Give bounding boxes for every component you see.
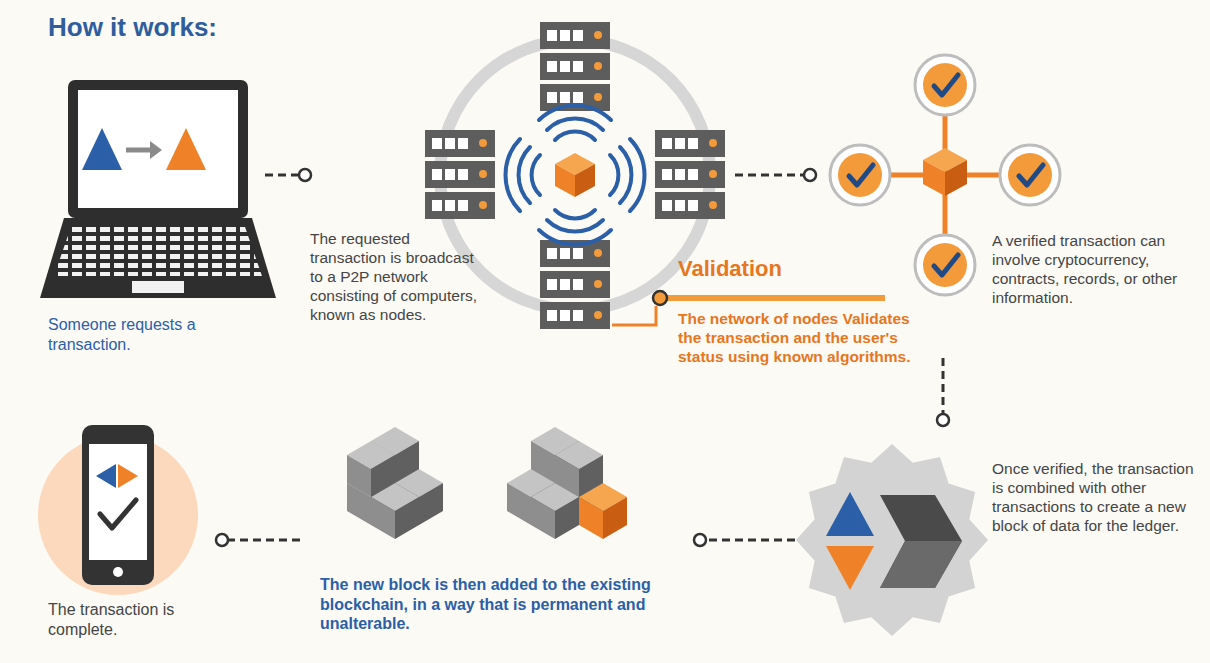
connector-end: [937, 414, 949, 426]
request-step: Someone requests a transaction.: [30, 75, 265, 365]
dashed-connector: [694, 534, 795, 546]
validation-step: ValidationThe network of nodes Validates…: [618, 252, 932, 417]
check-badge: [1008, 153, 1052, 197]
step-caption: The network of nodes Validates the trans…: [678, 310, 928, 367]
blockchain-step: The new block is then added to the exist…: [300, 430, 700, 655]
cube-face: [575, 164, 595, 197]
dashed-connector: [735, 169, 816, 181]
connector-line: [942, 358, 945, 420]
connector-end: [299, 169, 311, 181]
cube-face: [923, 160, 945, 196]
check-mark: [1019, 165, 1043, 185]
new-block-step: Once verified, the transaction is combin…: [795, 420, 1205, 655]
check-mark: [934, 255, 958, 275]
broadcast-step: The requested transaction is broadcast t…: [305, 15, 735, 335]
text-slot: The network of nodes Validates the trans…: [678, 310, 928, 367]
step-caption: The transaction is complete.: [48, 600, 218, 639]
phone-icon: [38, 425, 198, 595]
cube-face: [371, 497, 395, 539]
dashed-connector: [265, 169, 311, 181]
connector-end: [216, 534, 228, 546]
laptop-icon: [40, 80, 276, 298]
step-caption: The new block is then added to the exist…: [320, 575, 670, 634]
check-badge: [830, 145, 890, 205]
connector-end: [694, 534, 706, 546]
step-caption: The requested transaction is broadcast t…: [310, 230, 490, 325]
cube-face: [603, 497, 627, 539]
check-badge: [838, 153, 882, 197]
cube-face: [555, 164, 575, 197]
blockchain-cubes: [347, 427, 627, 539]
text-slot: The transaction is complete.: [48, 600, 218, 639]
cube-face: [395, 441, 419, 483]
cube-face: [555, 497, 579, 539]
text-slot: The new block is then added to the exist…: [320, 575, 670, 634]
text-slot: Validation: [678, 256, 918, 283]
dashed-connector: [937, 358, 949, 426]
cube-face: [579, 497, 603, 539]
cube-face: [531, 441, 555, 483]
connector-line: [222, 539, 300, 542]
cube-face: [371, 455, 395, 497]
check-badge: [915, 55, 975, 115]
cube-face: [419, 483, 443, 525]
text-slot: A verified transaction can involve crypt…: [992, 232, 1200, 308]
p2p-network: [425, 22, 725, 329]
complete-step: The transaction is complete.: [20, 420, 222, 655]
step-caption: Once verified, the transaction is combin…: [992, 460, 1197, 536]
title: How it works:: [48, 12, 217, 44]
check-mark: [934, 75, 958, 95]
connector-line: [700, 539, 795, 542]
check-mark: [849, 165, 873, 185]
check-badge: [915, 235, 975, 295]
cube-face: [945, 160, 967, 196]
check-badge: [923, 63, 967, 107]
verified-step: A verified transaction can involve crypt…: [810, 18, 1205, 358]
connector-end: [804, 169, 816, 181]
step-heading: Validation: [678, 256, 918, 283]
cube-face: [531, 497, 555, 539]
step-caption: A verified transaction can involve crypt…: [992, 232, 1200, 308]
title-slot: How it works:: [48, 12, 217, 44]
cube-face: [395, 497, 419, 539]
text-slot: The requested transaction is broadcast t…: [310, 230, 490, 325]
cube-face: [555, 455, 579, 497]
cube-face: [579, 455, 603, 497]
step-caption: Someone requests a transaction.: [48, 315, 253, 354]
cube-face: [347, 455, 371, 497]
text-slot: Once verified, the transaction is combin…: [992, 460, 1197, 536]
dashed-connector: [216, 534, 300, 546]
connector-line: [735, 174, 810, 177]
check-badge: [1000, 145, 1060, 205]
cube-face: [507, 483, 531, 525]
text-slot: Someone requests a transaction.: [48, 315, 253, 354]
new-block-icon: [796, 444, 988, 636]
check-badge: [923, 243, 967, 287]
